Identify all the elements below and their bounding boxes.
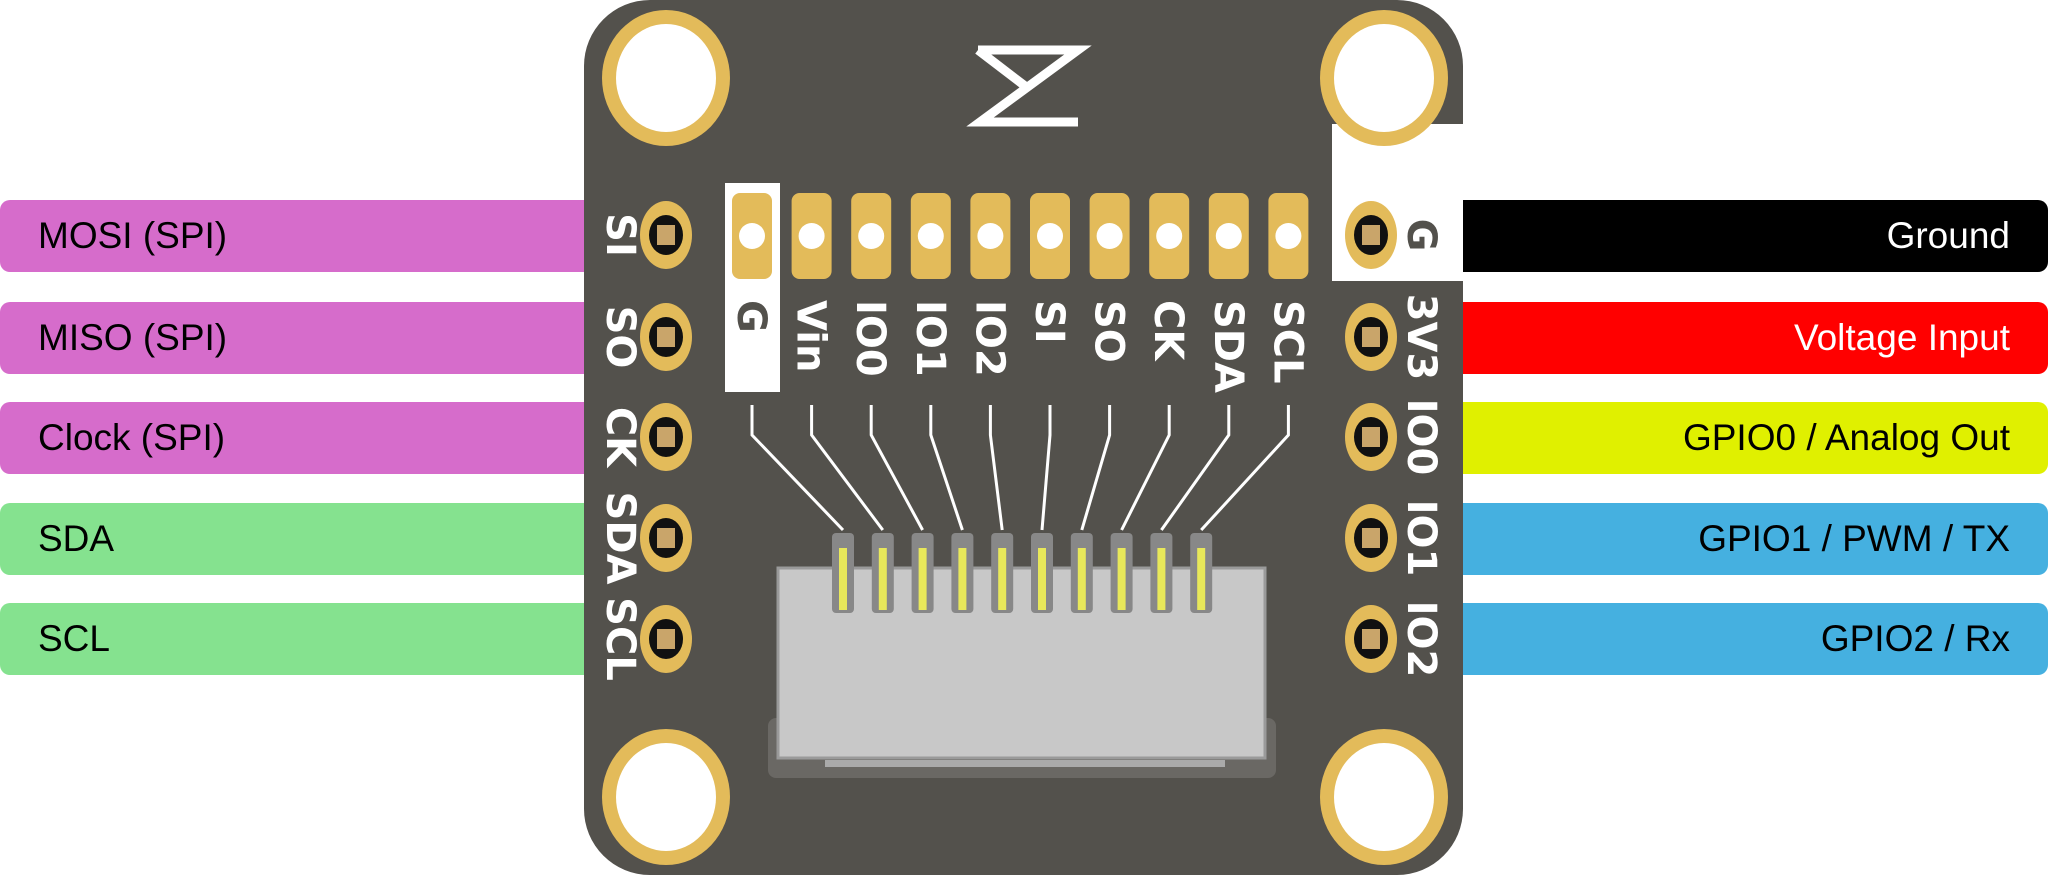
trace [929, 405, 964, 531]
pin-square [657, 528, 675, 548]
left-pins-label: SDA [597, 492, 643, 585]
label-mosi: MOSI (SPI) [0, 200, 600, 272]
mounting-hole-center [616, 24, 716, 132]
mounting-hole-center [1334, 743, 1434, 851]
trace [1040, 405, 1052, 531]
header-hole [739, 223, 765, 249]
header-pin-label: SDA [1205, 300, 1251, 393]
header-pin-label: Vin [788, 300, 834, 372]
label-text: Voltage Input [1793, 317, 2010, 358]
traces [750, 405, 1290, 532]
trace [810, 405, 885, 531]
header-pin-label: SCL [1264, 300, 1310, 384]
label-text: GPIO1 / PWM / TX [1698, 518, 2010, 559]
connector-pin-contact [1077, 548, 1086, 610]
right-pins-label: G [1398, 219, 1444, 252]
right-pins-label: IO2 [1398, 601, 1444, 678]
trace [988, 405, 1004, 531]
label-gpio0: GPIO0 / Analog Out [1450, 402, 2048, 474]
connector-pin-contact [998, 548, 1007, 610]
label-text: GPIO2 / Rx [1820, 618, 2010, 659]
label-gpio2: GPIO2 / Rx [1450, 603, 2048, 675]
connector-pin-contact [878, 548, 887, 610]
pin-square [657, 225, 675, 245]
label-text: Ground [1886, 215, 2010, 256]
header-pin-label: SO [1086, 300, 1132, 363]
left-pins-label: SO [597, 306, 643, 369]
trace [1080, 405, 1112, 531]
pin-square [1362, 327, 1380, 347]
right-pins-label: 3V3 [1398, 294, 1444, 381]
pin-square [657, 629, 675, 649]
trace [1200, 405, 1290, 532]
label-miso: MISO (SPI) [0, 302, 600, 374]
trace [750, 405, 845, 532]
trace [1160, 405, 1231, 531]
header-hole [1096, 223, 1123, 249]
header-hole [977, 223, 1004, 249]
left-pins-label: SI [597, 213, 643, 257]
header-hole [798, 223, 825, 249]
label-sda: SDA [0, 503, 600, 575]
header-hole [1275, 223, 1302, 249]
pin-square [1362, 528, 1380, 548]
connector-pin-contact [839, 548, 847, 610]
connector-pin-contact [1197, 548, 1206, 610]
label-gpio1: GPIO1 / PWM / TX [1450, 503, 2048, 575]
header-hole [1037, 223, 1063, 249]
mounting-hole-center [616, 743, 716, 851]
label-text: SCL [38, 618, 110, 659]
header-pin-label: G [728, 300, 774, 333]
label-text: MOSI (SPI) [38, 215, 228, 256]
fpc-connector [768, 533, 1276, 778]
right-pins-label: IO0 [1398, 399, 1444, 476]
pin-square [1362, 629, 1380, 649]
label-scl: SCL [0, 603, 600, 675]
label-text: GPIO0 / Analog Out [1682, 417, 2010, 458]
pin-square [1362, 427, 1380, 447]
header-pin-label: SI [1026, 300, 1072, 344]
header-hole [917, 223, 944, 249]
connector-pin-contact [958, 548, 967, 610]
mounting-hole-center [1334, 24, 1434, 132]
mounting-holes [602, 10, 1448, 865]
header-hole [1215, 223, 1242, 249]
label-voltage-input: Voltage Input [1450, 302, 2048, 374]
pin-square [657, 427, 675, 447]
label-ground: Ground [1450, 200, 2048, 272]
left-pins-label: SCL [597, 597, 643, 681]
header-pin-label: IO2 [966, 300, 1012, 377]
header-hole [858, 223, 885, 249]
header-pin-label: IO0 [847, 300, 893, 377]
label-text: Clock (SPI) [38, 417, 226, 458]
left-pins-label: CK [597, 407, 643, 469]
pin-square [657, 327, 675, 347]
logo-icon [966, 45, 1092, 127]
connector-pin-contact [1038, 548, 1046, 610]
header-hole [1156, 223, 1183, 249]
label-text: MISO (SPI) [38, 317, 228, 358]
trace [869, 405, 924, 531]
label-clock: Clock (SPI) [0, 402, 600, 474]
header-pin-label: CK [1145, 300, 1191, 362]
connector-pin-contact [1157, 548, 1166, 610]
pin-square [1362, 225, 1380, 245]
connector-pin-contact [918, 548, 927, 610]
header-pin-label: IO1 [907, 300, 953, 377]
connector-pin-contact [1117, 548, 1126, 610]
label-text: SDA [38, 518, 115, 559]
right-pins-label: IO1 [1398, 500, 1444, 577]
trace [1120, 405, 1171, 531]
